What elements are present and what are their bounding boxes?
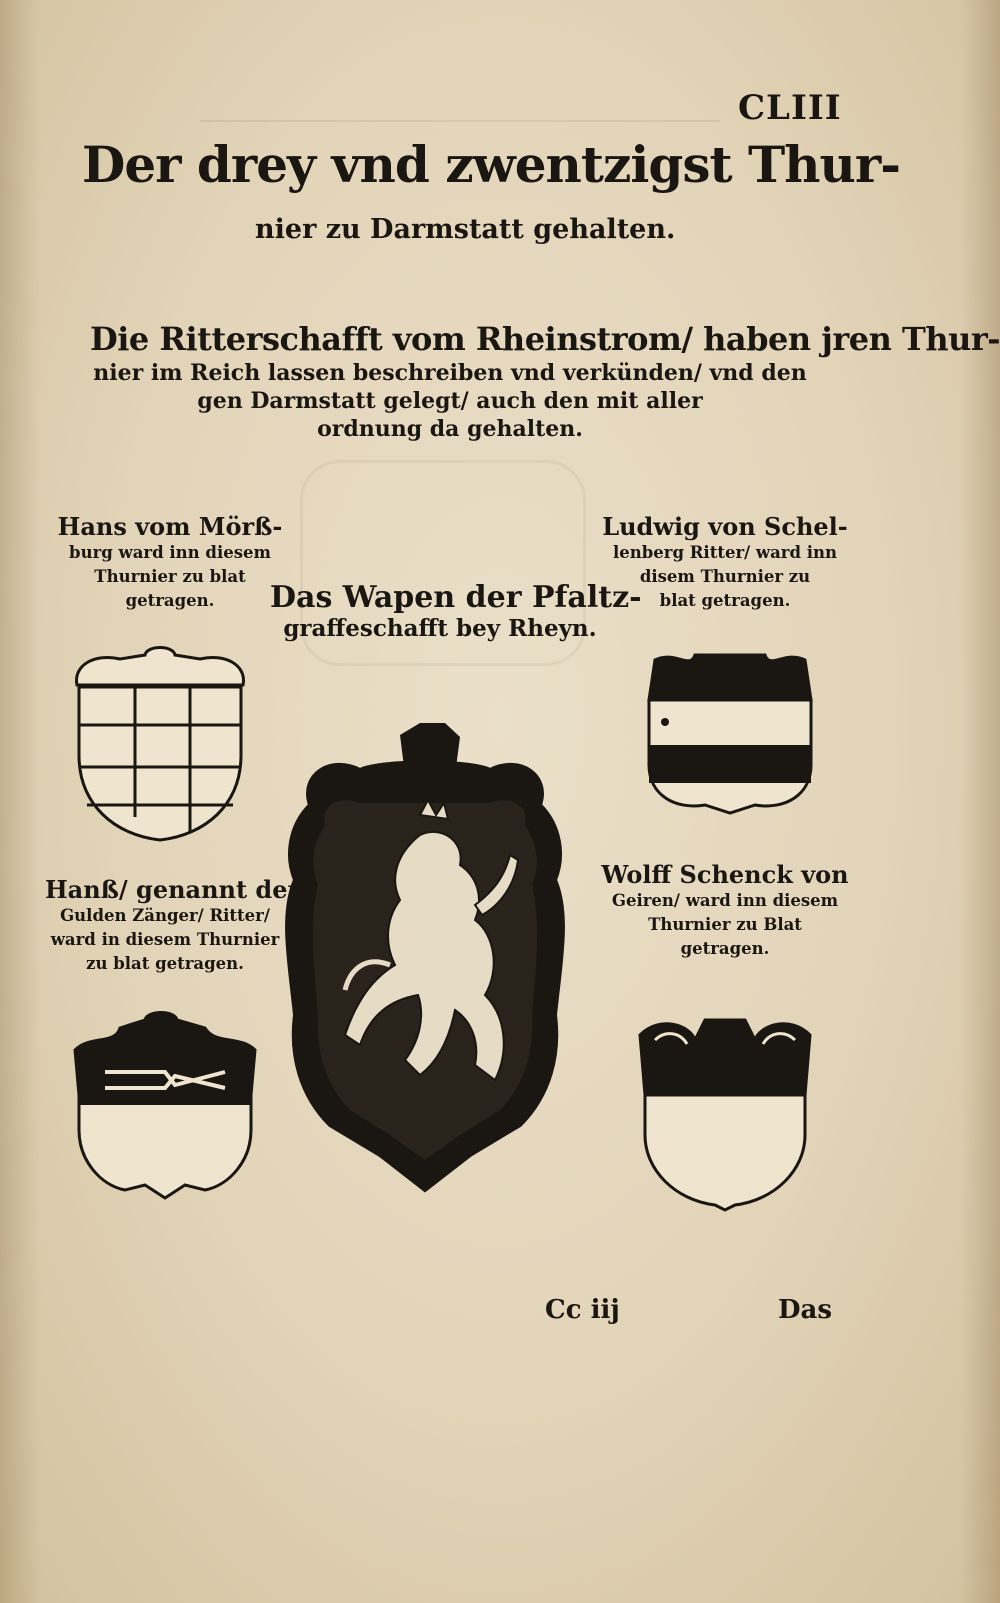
caption-line: Thurnier zu Blat [648,914,802,934]
intro-line-3: gen Darmstatt gelegt/ auch den mit aller [197,388,703,414]
caption-line: Gulden Zänger/ Ritter/ [60,906,270,925]
caption-bottom-right: Wolff Schenck von Geiren/ ward inn diese… [600,860,850,961]
caption-line: burg ward inn diesem [69,543,271,562]
caption-line: Geiren/ ward inn diesem [611,891,839,910]
signature-mark: Cc iij [545,1295,620,1325]
chapter-title-line-2: nier zu Darmstatt gehalten. [255,214,676,245]
coat-of-arms-fesse-shield [647,653,813,815]
caption-line: lenberg Ritter/ ward inn [612,543,838,562]
page-edge-shadow-left [0,0,40,1603]
caption-center: Das Wapen der Pfaltz- graffeschafft bey … [270,580,642,642]
coat-of-arms-bar-shield [73,1011,257,1200]
caption-line: Hans vom Mörß- [57,512,283,541]
intro-line-2: nier im Reich lassen beschreiben vnd ver… [93,360,807,386]
show-through-bleed [200,90,720,122]
coat-of-arms-chief-shield [638,1018,812,1212]
caption-line: ward in diesem Thurnier [50,929,280,949]
caption-line: Wolff Schenck von [601,860,849,889]
caption-line: disem Thurnier zu [639,566,811,586]
coat-of-arms-lion-rampant [285,723,565,1193]
chapter-title-line-1: Der drey vnd zwentzigst Thur- [82,135,901,194]
caption-line: Das Wapen der Pfaltz- [270,580,642,615]
caption-line: Hanß/ genannt der [45,875,301,904]
page-edge-shadow-right [960,0,1000,1603]
intro-line-4: ordnung da gehalten. [317,416,583,442]
folio-number: CLIII [738,88,842,128]
intro-paragraph: Die Ritterschafft vom Rheinstrom/ haben … [90,320,1000,442]
caption-line: getragen. [125,590,215,610]
show-through-bleed [300,460,586,666]
catchword: Das [778,1295,833,1325]
caption-line: zu blat getragen. [86,953,244,973]
caption-line: blat getragen. [659,590,791,610]
caption-top-right: Ludwig von Schel- lenberg Ritter/ ward i… [600,512,850,613]
caption-line: Thurnier zu blat [94,566,246,586]
caption-bottom-left: Hanß/ genannt der Gulden Zänger/ Ritter/… [45,875,301,976]
caption-line: Ludwig von Schel- [602,512,848,541]
caption-top-left: Hans vom Mörß- burg ward inn diesem Thur… [55,512,285,613]
caption-line: graffeschafft bey Rheyn. [283,615,597,642]
coat-of-arms-checky-shield [75,646,245,842]
intro-line-1: Die Ritterschafft vom Rheinstrom/ haben … [90,320,1000,358]
caption-line: getragen. [680,938,770,958]
